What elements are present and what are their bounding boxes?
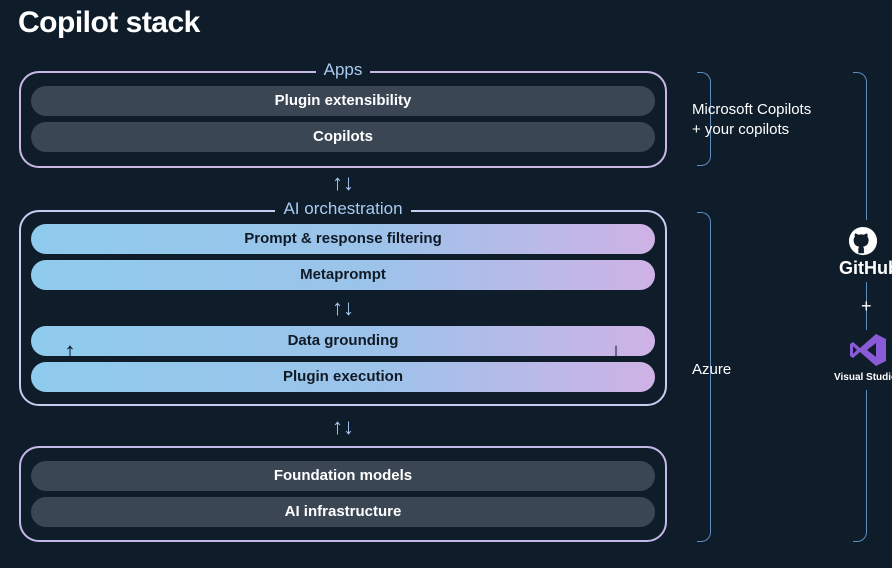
copilots-side-label: Microsoft Copilots + your copilots — [692, 100, 811, 140]
up-arrow-icon: ↑ — [64, 338, 76, 365]
tools-bracket — [853, 72, 867, 542]
visual-studio-label: Visual Studio — [834, 372, 892, 383]
visual-studio-icon — [850, 334, 886, 366]
layer-copilots: Copilots — [31, 122, 655, 152]
layer-plugin-execution: Plugin execution — [31, 362, 655, 392]
layer-ai-infrastructure: AI infrastructure — [31, 497, 655, 527]
layer-foundation-models: Foundation models — [31, 461, 655, 491]
tools-plus: + — [861, 296, 872, 316]
down-arrow-icon: ↓ — [610, 338, 622, 365]
visual-studio-block: Visual Studio — [826, 330, 892, 390]
layer-data-grounding: Data grounding — [31, 326, 655, 356]
copilots-side-line1: Microsoft Copilots — [692, 101, 812, 118]
layer-plugin-extensibility: Plugin extensibility — [31, 86, 655, 116]
copilots-bracket — [697, 72, 711, 166]
github-label: GitHub — [839, 258, 892, 278]
github-block: GitHub — [826, 220, 892, 282]
layer-metaprompt: Metaprompt — [31, 260, 655, 290]
arrows-orchestration-foundation: ↑↓ — [332, 414, 354, 439]
azure-label: Azure — [692, 361, 732, 378]
apps-label: Apps — [315, 60, 371, 80]
github-icon — [848, 226, 878, 256]
orchestration-label: AI orchestration — [275, 199, 411, 219]
azure-bracket — [697, 212, 711, 542]
copilots-side-line2: + your copilots — [692, 121, 790, 138]
arrows-metaprompt-grounding: ↑↓ — [332, 295, 354, 320]
layer-prompt-filtering: Prompt & response filtering — [31, 224, 655, 254]
page-title: Copilot stack — [18, 6, 200, 39]
arrows-apps-orchestration: ↑↓ — [332, 170, 354, 195]
foundation-box — [19, 446, 667, 542]
